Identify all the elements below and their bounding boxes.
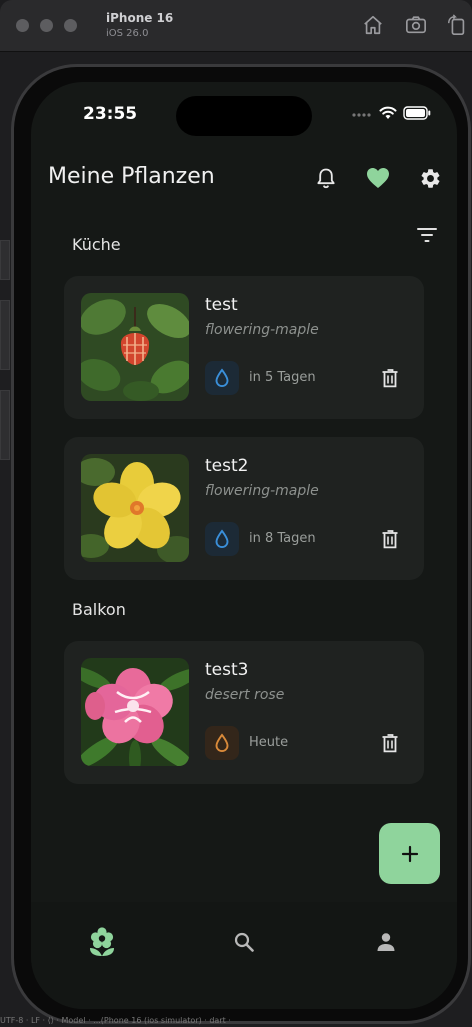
- delete-plant-button[interactable]: [379, 732, 401, 754]
- filter-button[interactable]: [415, 223, 439, 247]
- nav-item-profile[interactable]: [366, 922, 406, 962]
- add-plant-button[interactable]: [379, 823, 440, 884]
- filter-icon: [417, 228, 437, 242]
- plant-card[interactable]: test flowering-maple in 5 Tagen: [64, 276, 424, 419]
- battery-icon: [403, 106, 431, 120]
- water-drop-icon: [215, 529, 229, 548]
- simulator-titlebar: iPhone 16 iOS 26.0: [0, 0, 472, 52]
- person-icon: [377, 933, 395, 951]
- plus-icon: [401, 845, 418, 862]
- simulator-os-version: iOS 26.0: [106, 28, 149, 39]
- plant-species: flowering-maple: [205, 322, 319, 338]
- screenshot-icon[interactable]: [405, 14, 427, 36]
- watering-indicator: [205, 361, 239, 395]
- plant-name: test3: [205, 660, 249, 680]
- home-icon[interactable]: [362, 14, 384, 36]
- plant-name: test: [205, 295, 238, 315]
- bottom-navigation: [31, 902, 457, 1009]
- zoom-window-button[interactable]: [64, 19, 77, 32]
- trash-icon: [382, 368, 398, 387]
- side-panel-strip: [0, 300, 10, 370]
- water-drop-icon: [215, 368, 229, 387]
- plant-card[interactable]: test3 desert rose Heute: [64, 641, 424, 784]
- water-drop-icon: [215, 733, 229, 752]
- app-screen: 23:55 Meine Pflanzen: [31, 82, 457, 1009]
- status-icons: [351, 106, 431, 120]
- status-footer-text: UTF-8 · LF · ⟨⟩ · Model · ...(Phone 16 (…: [0, 1016, 231, 1025]
- notifications-button[interactable]: [313, 165, 339, 191]
- close-window-button[interactable]: [16, 19, 29, 32]
- plant-image: [81, 293, 189, 401]
- side-panel-strip: [0, 240, 10, 280]
- watering-indicator: [205, 726, 239, 760]
- minimize-window-button[interactable]: [40, 19, 53, 32]
- settings-button[interactable]: [417, 165, 443, 191]
- gear-icon: [421, 168, 439, 188]
- plant-species: desert rose: [205, 687, 285, 703]
- iphone-frame: 23:55 Meine Pflanzen: [11, 64, 471, 1024]
- side-panel-strip: [0, 390, 10, 460]
- nav-item-search[interactable]: [224, 922, 264, 962]
- watering-due-text: in 5 Tagen: [249, 370, 316, 385]
- trash-icon: [382, 529, 398, 548]
- watering-due-text: in 8 Tagen: [249, 531, 316, 546]
- wifi-icon: [379, 106, 397, 119]
- plant-name: test2: [205, 456, 249, 476]
- section-label-kueche: Küche: [72, 235, 121, 254]
- nav-item-plants[interactable]: [82, 922, 122, 962]
- watering-due-text: Heute: [249, 735, 289, 750]
- plant-species: flowering-maple: [205, 483, 319, 499]
- delete-plant-button[interactable]: [379, 528, 401, 550]
- trash-icon: [382, 733, 398, 752]
- section-label-balkon: Balkon: [72, 600, 126, 619]
- plant-image: [81, 454, 189, 562]
- plant-card[interactable]: test2 flowering-maple in 8 Tagen: [64, 437, 424, 580]
- dynamic-island: [176, 96, 312, 136]
- heart-icon: [367, 168, 389, 188]
- rotate-icon[interactable]: [446, 14, 468, 36]
- flower-icon: [90, 927, 114, 956]
- favorites-button[interactable]: [365, 165, 391, 191]
- cellular-icon: [352, 113, 371, 117]
- search-icon: [234, 932, 254, 952]
- page-title: Meine Pflanzen: [48, 164, 215, 189]
- status-time: 23:55: [83, 104, 138, 124]
- delete-plant-button[interactable]: [379, 367, 401, 389]
- simulator-device-name: iPhone 16: [106, 11, 174, 25]
- watering-indicator: [205, 522, 239, 556]
- plant-image: [81, 658, 189, 766]
- bell-icon: [317, 168, 335, 189]
